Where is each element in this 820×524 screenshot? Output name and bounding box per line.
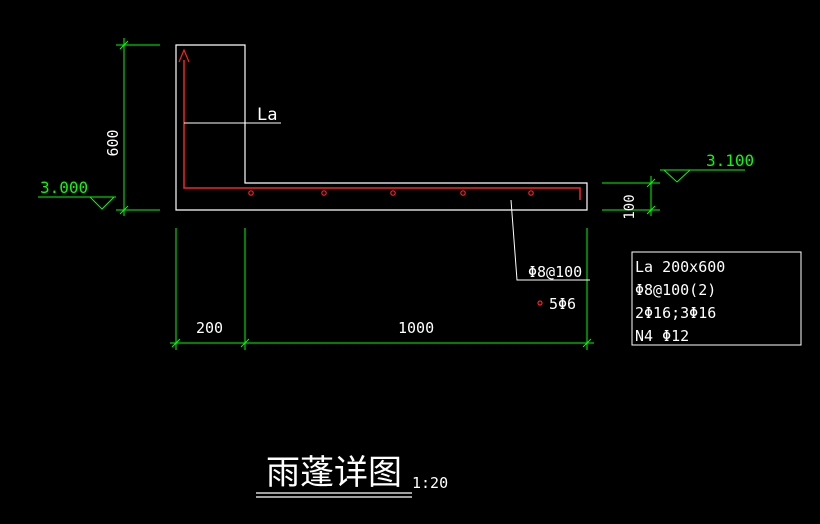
dim-100-label: 100 [622, 194, 638, 219]
bar-dot [460, 190, 466, 196]
dimension-600 [116, 38, 160, 216]
dim-200-label: 200 [196, 319, 223, 337]
elevation-right-label: 3.100 [706, 151, 754, 170]
bar-legend-dot [537, 300, 543, 306]
section-outline [175, 44, 588, 211]
elevation-left-label: 3.000 [40, 178, 88, 197]
distribution-bars [248, 190, 534, 196]
spec-line-4: N4 Φ12 [635, 327, 689, 345]
bar-dot [248, 190, 254, 196]
dimension-100 [602, 176, 660, 216]
dim-600-label: 600 [104, 129, 122, 156]
spec-line-2: Φ8@100(2) [635, 281, 716, 299]
drawing-scale: 1:20 [412, 474, 448, 492]
dim-1000-label: 1000 [398, 319, 434, 337]
bar-dot [321, 190, 327, 196]
main-rebar [183, 60, 581, 200]
elevation-right-symbol [660, 169, 745, 183]
rebar-callout-leader [510, 199, 590, 281]
spec-box [631, 251, 802, 346]
bar-dot [528, 190, 534, 196]
spec-line-3: 2Φ16;3Φ16 [635, 304, 716, 322]
rebar-callout-label: Φ8@100 [528, 263, 582, 281]
drawing-title: 雨蓬详图 [266, 453, 402, 493]
la-label: La [257, 105, 277, 125]
rebar-hook [178, 48, 190, 63]
elevation-left-symbol [38, 196, 116, 210]
bar-legend-label: 5Φ6 [549, 295, 576, 313]
spec-line-1: La 200x600 [635, 258, 725, 276]
dimension-bottom [170, 228, 594, 350]
bar-dot [390, 190, 396, 196]
